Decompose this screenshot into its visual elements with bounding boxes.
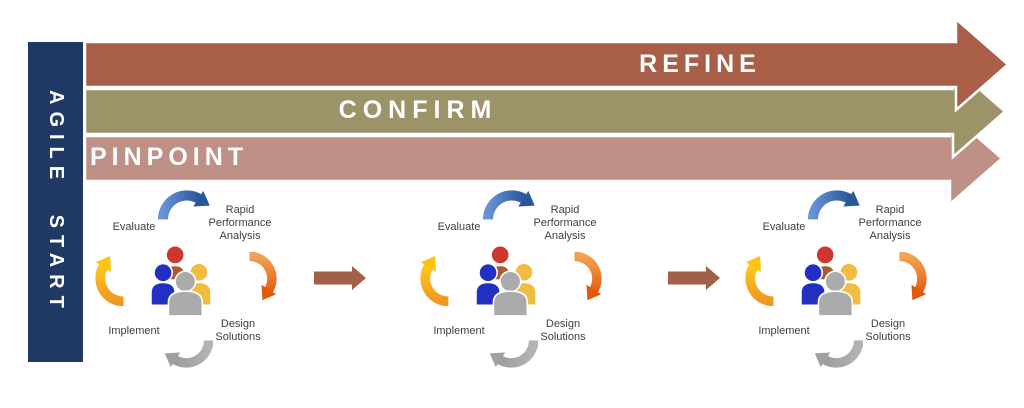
cycle-row: Evaluate Rapid Performance Analysis Desi…	[0, 188, 1024, 378]
cycle-step-design-solutions: Design Solutions	[215, 318, 261, 343]
cycle-arrow-right-icon	[574, 252, 602, 301]
cycle-step-implement: Implement	[433, 325, 485, 337]
phase-label-confirm: CONFIRM	[338, 96, 498, 124]
cycle-arrow-top-icon	[808, 190, 860, 220]
cycle-arrow-right-icon	[249, 252, 277, 301]
cycle-step-implement: Implement	[108, 325, 160, 337]
cycle-step-design-solutions: Design Solutions	[540, 318, 586, 343]
people-group-icon	[475, 245, 537, 317]
agile-start-sidebar: AGILE START	[28, 42, 83, 362]
cycle-step-rapid-performance-analysis: Rapid Performance Analysis	[858, 204, 922, 242]
cycle-arrow-left-icon	[95, 256, 124, 306]
cycle-step-evaluate: Evaluate	[762, 221, 806, 233]
cycle-arrow-bottom-icon	[814, 340, 863, 368]
phase-arrows	[83, 16, 1010, 204]
phase-arrow-refine	[83, 16, 1010, 113]
cycle-step-evaluate: Evaluate	[112, 221, 156, 233]
flow-connector-arrow-2	[668, 266, 720, 290]
phase-label-pinpoint: PINPOINT	[90, 143, 249, 171]
cycle-step-rapid-performance-analysis: Rapid Performance Analysis	[533, 204, 597, 242]
phase-label-refine: REFINE	[639, 50, 761, 78]
cycle-diagram: Evaluate Rapid Performance Analysis Desi…	[400, 188, 630, 378]
sidebar-label: AGILE START	[45, 89, 67, 315]
cycle-arrow-right-icon	[899, 252, 927, 301]
cycle-diagram: Evaluate Rapid Performance Analysis Desi…	[725, 188, 955, 378]
cycle-diagram: Evaluate Rapid Performance Analysis Desi…	[75, 188, 305, 378]
cycle-step-design-solutions: Design Solutions	[865, 318, 911, 343]
cycle-step-evaluate: Evaluate	[437, 221, 481, 233]
people-group-icon	[150, 245, 212, 317]
cycle-step-rapid-performance-analysis: Rapid Performance Analysis	[208, 204, 272, 242]
cycle-step-implement: Implement	[758, 325, 810, 337]
cycle-arrow-bottom-icon	[164, 340, 213, 368]
cycle-arrow-top-icon	[158, 190, 210, 220]
people-group-icon	[800, 245, 862, 317]
flow-connector-arrow-1	[314, 266, 366, 290]
cycle-arrow-left-icon	[745, 256, 774, 306]
cycle-arrow-top-icon	[483, 190, 535, 220]
cycle-arrow-left-icon	[420, 256, 449, 306]
cycle-arrow-bottom-icon	[489, 340, 538, 368]
